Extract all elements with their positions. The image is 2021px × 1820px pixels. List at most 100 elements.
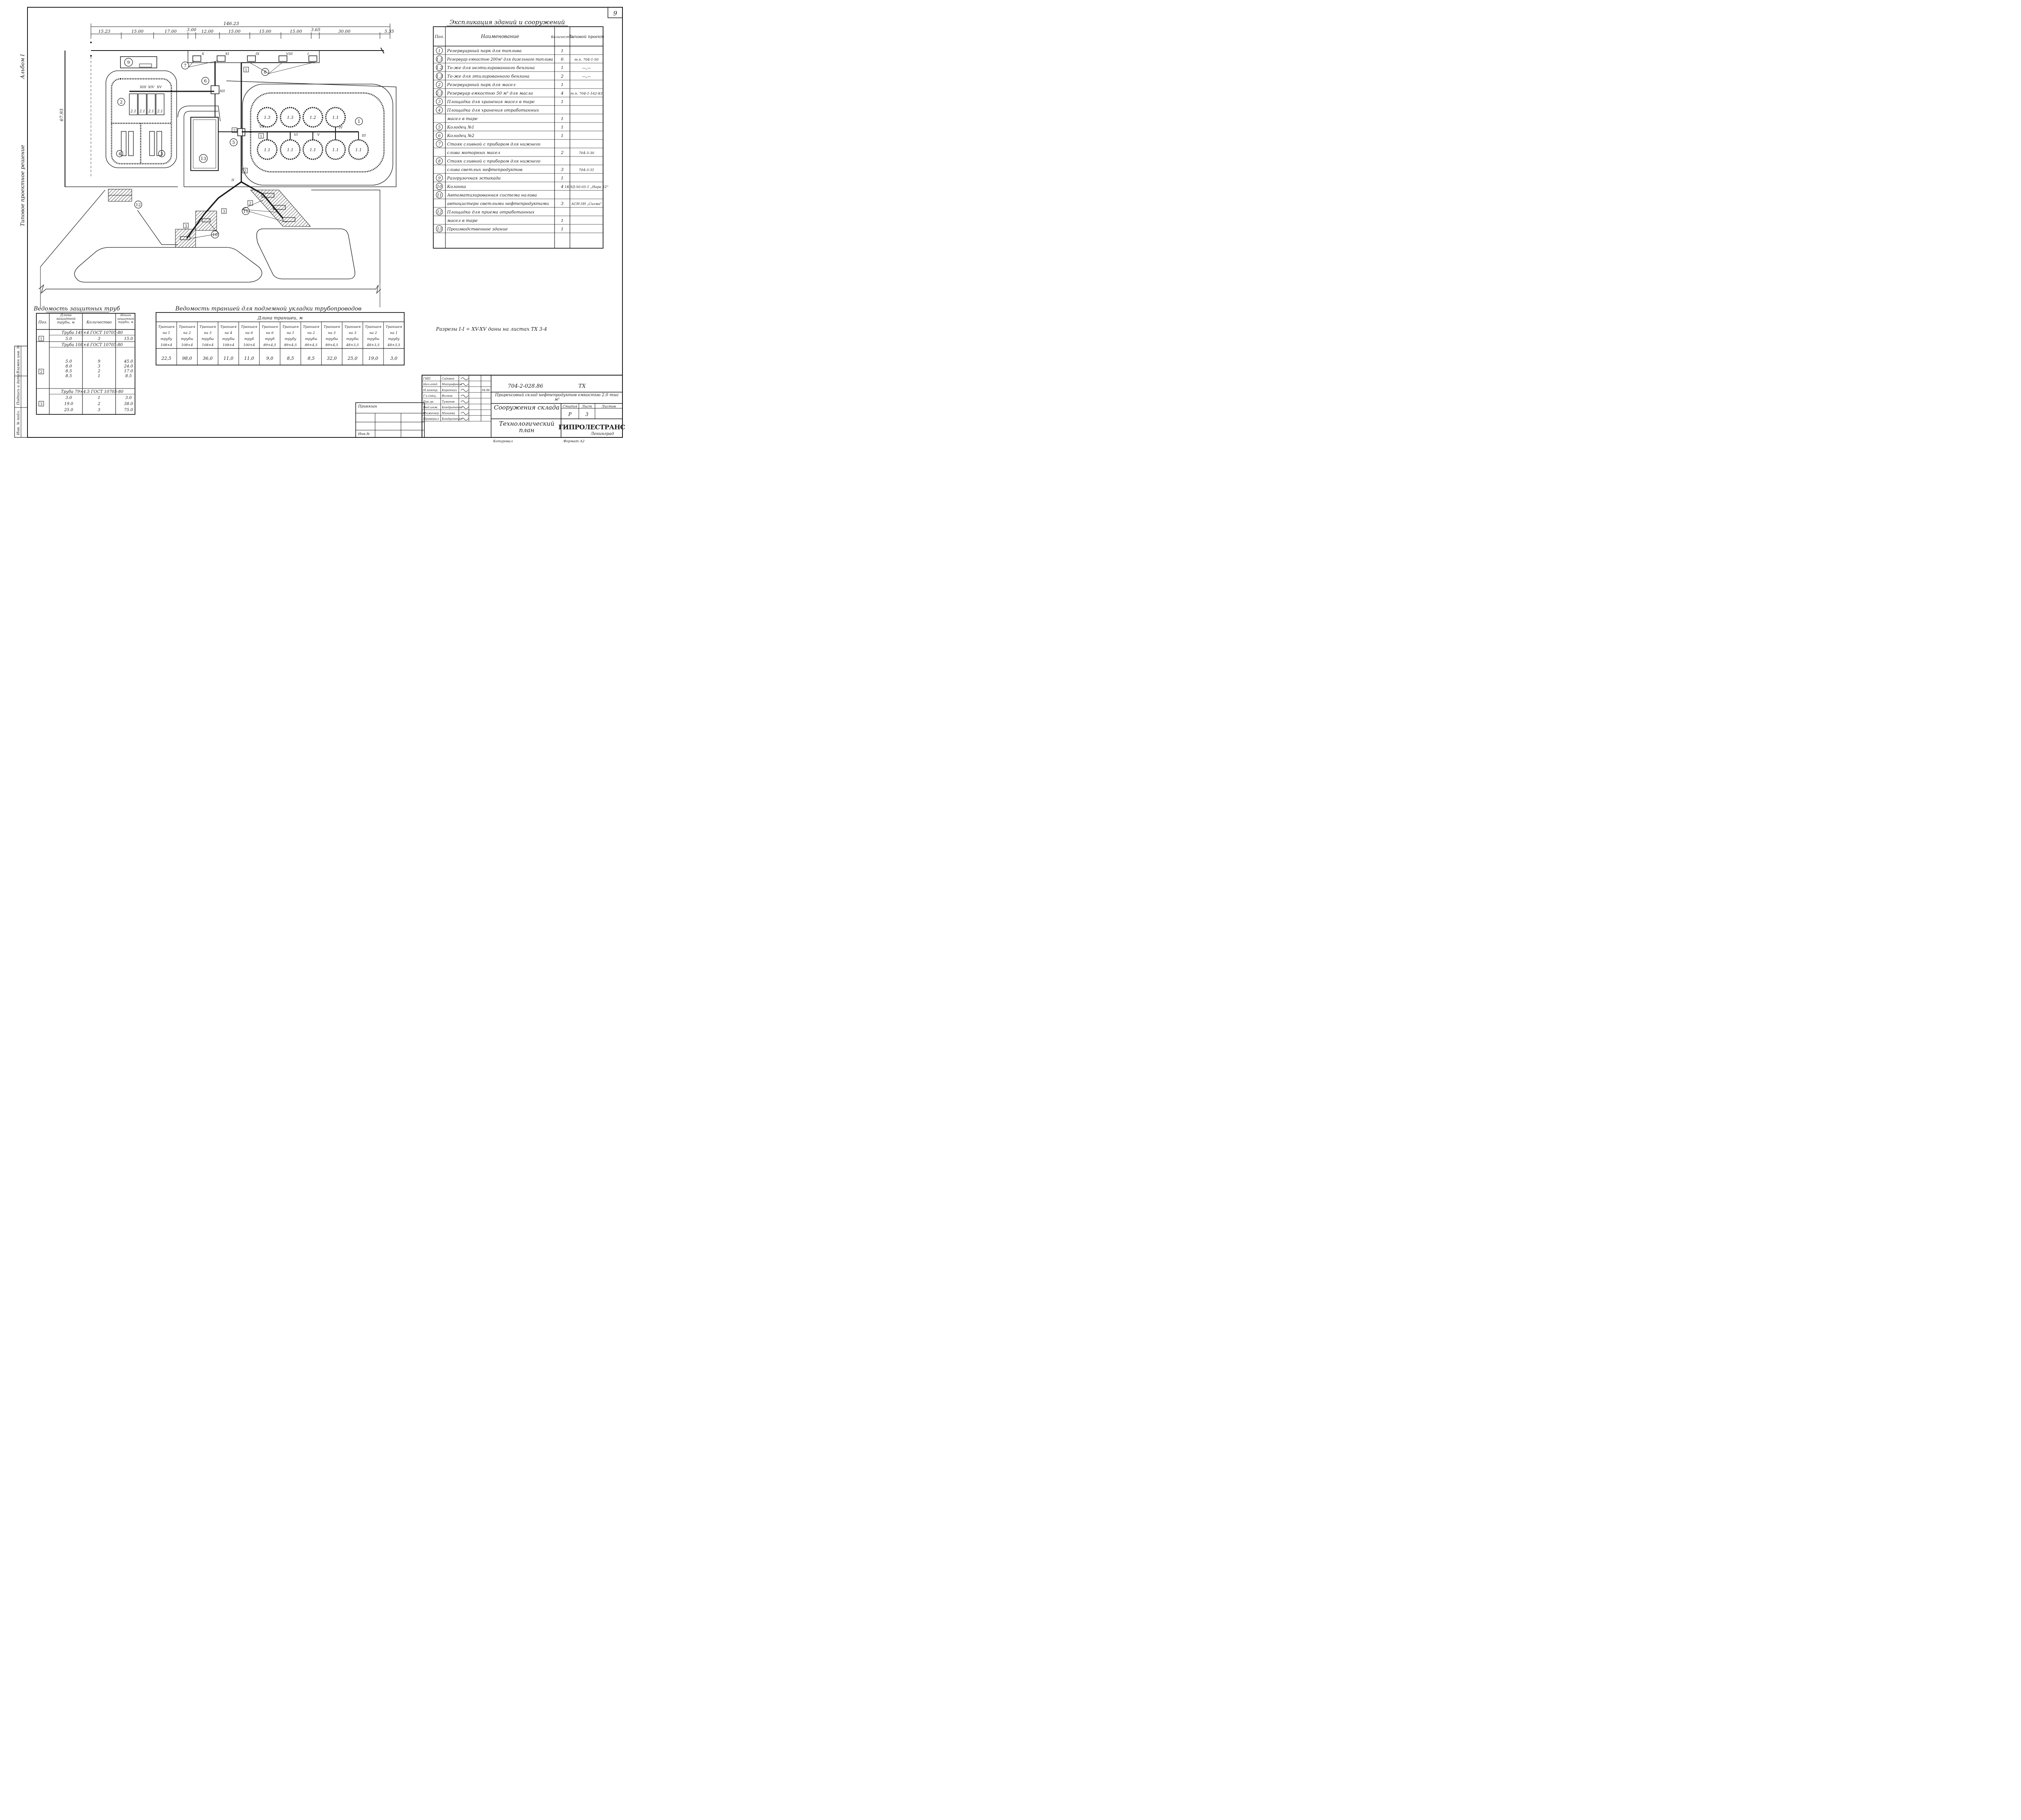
trench-column-header: трубы	[367, 337, 380, 341]
position-marker: 11	[243, 209, 249, 214]
trench-column-header: 89×4,5	[264, 343, 276, 347]
pipes-header: Длина защитной трубы, м	[56, 314, 76, 325]
side-stamp: Инв. № подл. Подпись и дата Взамен инв. …	[14, 345, 28, 438]
oil-tank-label: 2.1	[130, 110, 136, 114]
tied-label: Привязан	[358, 405, 377, 409]
trench-column-header: 100×4	[243, 343, 255, 347]
trench-column-header: 48×3,5	[387, 343, 400, 347]
riser-label: IX	[255, 52, 259, 56]
position-marker: 10	[213, 233, 218, 237]
explication-qty: 4	[561, 91, 564, 96]
fuel-tank-label: 1.2	[310, 116, 316, 120]
trench-length: 36,0	[203, 356, 213, 361]
riser-label: XI	[225, 52, 229, 56]
pipe-count: 1	[98, 374, 100, 378]
trench-label: 1	[260, 135, 262, 139]
explication-qty: 3	[561, 167, 564, 172]
explication-pos: 8	[438, 159, 441, 164]
explication-pos: 7	[438, 142, 441, 147]
riser-label: VII	[259, 125, 265, 129]
explication-qty: 1	[561, 227, 564, 232]
explication-pos: 1	[438, 49, 441, 53]
organization-city: Ленинград	[590, 432, 614, 436]
fuel-tank-label: 1.3	[264, 116, 270, 120]
trench-column-header: трубу	[285, 337, 296, 341]
fuel-tank-label: 1.1	[310, 148, 316, 152]
trench-column-header: Траншея	[158, 325, 175, 329]
trench-title: Ведомость траншей для подземной укладки …	[175, 306, 362, 312]
explication-qty: 3	[561, 201, 564, 206]
position-marker: 3	[160, 152, 163, 156]
pipe-length: 8.5	[65, 369, 72, 374]
trench-column-header: трубы	[181, 337, 193, 341]
organization-name: ГИПРОЛЕСТРАНС	[559, 423, 625, 431]
trench-column-header: Траншея	[179, 325, 196, 329]
explication-pos: 4	[438, 108, 441, 113]
explication-qty: 1	[561, 125, 564, 130]
document-code: 704-2-028.86	[508, 383, 543, 389]
pipe-count: 3	[98, 364, 100, 369]
title-role: Гл.спец.	[423, 394, 437, 398]
trench-column-header: на 3	[349, 331, 357, 335]
explication-pos: 12	[437, 210, 442, 215]
position-marker: 7	[184, 63, 187, 68]
road-outline	[311, 190, 380, 283]
oil-tank-label: 2.1	[148, 110, 154, 114]
trench-length: 3,0	[390, 356, 398, 361]
explication-qty: 4	[561, 184, 564, 189]
explication-name: масел в таре	[447, 116, 478, 121]
pipe-count: 3	[98, 408, 100, 412]
explication-pos: 5	[438, 125, 441, 130]
fuel-tank-label: 1.1	[355, 148, 362, 152]
explication-project: —„—	[582, 75, 591, 79]
trench-column-header: трубы	[326, 337, 338, 341]
dim-label: 15.00	[290, 29, 302, 34]
title-role: ГИП	[423, 377, 431, 380]
internal-road	[177, 106, 221, 187]
title-role: Н.контр.	[423, 388, 438, 392]
riser-label: VIII	[286, 52, 293, 56]
explication-qty: 1	[561, 49, 564, 53]
sheet-frame	[27, 7, 623, 438]
explication-pos: 13	[437, 227, 442, 232]
dim-label: 17.00	[165, 29, 177, 34]
riser-label: X	[201, 52, 205, 56]
title-role: Вед.инж.	[423, 405, 439, 409]
explication-qty: 1	[561, 116, 564, 121]
explication-pos: 9	[438, 176, 441, 181]
position-marker: 1	[358, 119, 361, 124]
explication-name: Производственное здание	[447, 227, 508, 232]
explication-pos: 2.1	[436, 91, 443, 96]
pipe-pos: 2	[40, 370, 42, 374]
riser-label: XIV	[148, 85, 154, 89]
explication-qty: 1	[561, 82, 564, 87]
position-marker: 8	[264, 70, 267, 75]
position-marker: 6	[204, 78, 207, 84]
drawing-sheet: 9 Альбом I Типовое проектное решение Инв…	[14, 7, 625, 443]
trench-column-header: на 1	[287, 331, 294, 335]
trench-subtitle: Длина траншеи, м	[257, 315, 303, 321]
pipe-count: 1	[98, 396, 100, 400]
trench-column-header: трубы	[202, 337, 214, 341]
oil-park-outer	[105, 70, 177, 168]
explication-name: Стояк сливной с прибором для нижнего	[447, 142, 540, 147]
column-pad-10	[175, 229, 196, 248]
title-person: Туманов	[442, 400, 455, 403]
trench-length: 8,5	[308, 356, 315, 361]
trench-column-header: Траншея	[262, 325, 278, 329]
pipe-length: 3.0	[65, 396, 72, 400]
side-stamp-inv: Инв. № подл.	[17, 410, 21, 435]
position-markers: 1 2 3 4 5 6 7 8 9 10 11 12 13	[116, 58, 363, 239]
pipes-header: Поз.	[38, 320, 47, 325]
fuel-tank-label: 1.1	[332, 116, 339, 120]
explication-title: Экспликация зданий и сооружений	[449, 19, 565, 26]
dim-label: 30.00	[338, 29, 350, 34]
pipes-header: Количество	[86, 320, 112, 325]
pipe-type: Труба 149×4 ГОСТ 10705-80	[61, 331, 123, 335]
explication-name: Колодец №1	[447, 125, 475, 130]
explication-name: Площадка для хранения отработанных	[447, 108, 539, 113]
explication-qty: 1	[561, 99, 564, 104]
dim-label: 5.35	[384, 29, 394, 34]
production-building	[190, 117, 219, 171]
